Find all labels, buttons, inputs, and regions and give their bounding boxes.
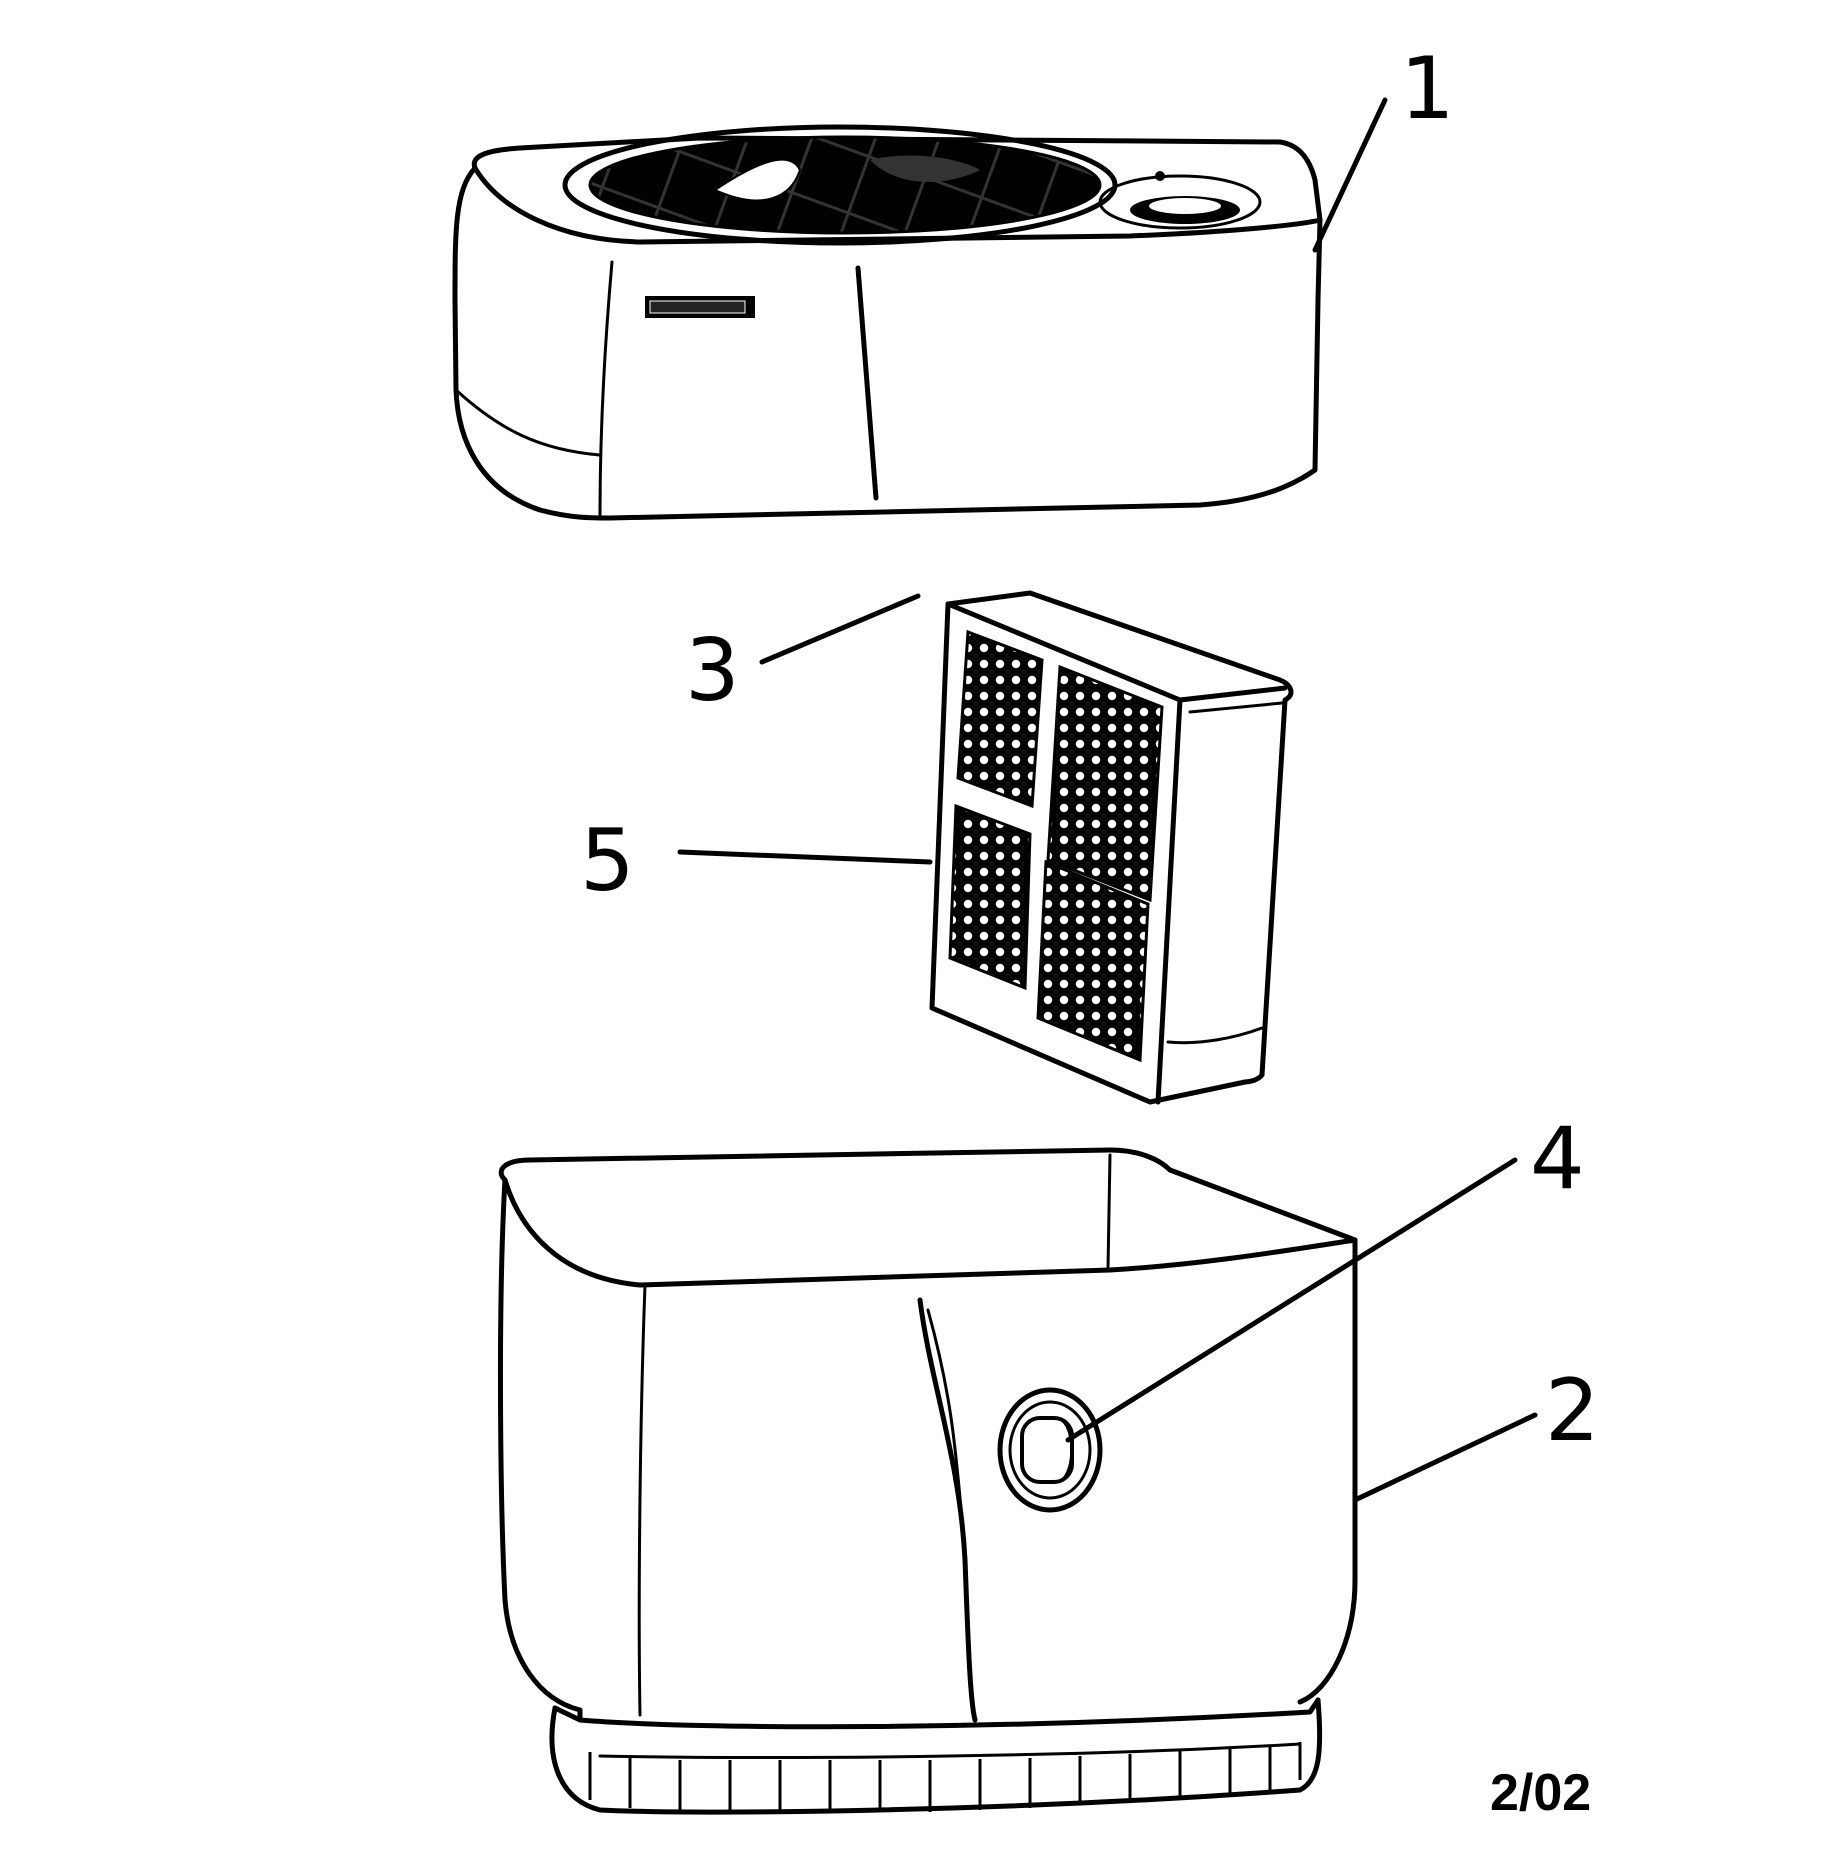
revision-date-code: 2/02: [1490, 1764, 1591, 1822]
callout-4-label: 4: [1530, 1109, 1585, 1209]
base-ribs: [588, 1742, 1302, 1812]
callout-3-label: 3: [685, 621, 740, 721]
callout-2-label: 2: [1545, 1361, 1600, 1461]
top-housing-part: [452, 124, 1323, 521]
callout-leaders: [677, 97, 1538, 1503]
callout-5-label: 5: [580, 811, 635, 911]
callout-1-label: 1: [1400, 39, 1455, 139]
base-tank-part: [497, 1147, 1358, 1815]
filter-cartridge-part: [929, 590, 1294, 1105]
